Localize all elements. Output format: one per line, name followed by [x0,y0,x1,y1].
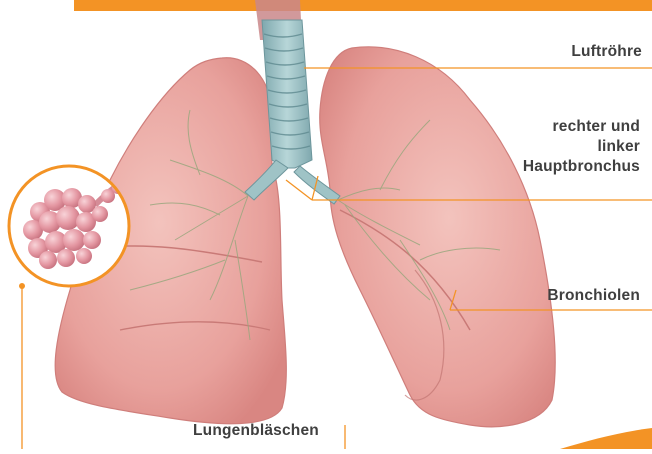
left-lung [320,47,555,427]
alveoli-leader-dot [19,283,25,289]
label-bronchioles: Bronchiolen [547,286,640,306]
label-bronchus-line2: linker [597,137,640,157]
top-accent-bar [74,0,652,11]
label-trachea: Luftröhre [571,42,642,62]
label-bronchus-line1: rechter und [553,117,640,137]
bottom-accent-wedge [560,428,652,449]
label-alveoli: Lungenbläschen [193,421,319,441]
label-bronchus-line3: Hauptbronchus [523,157,640,177]
